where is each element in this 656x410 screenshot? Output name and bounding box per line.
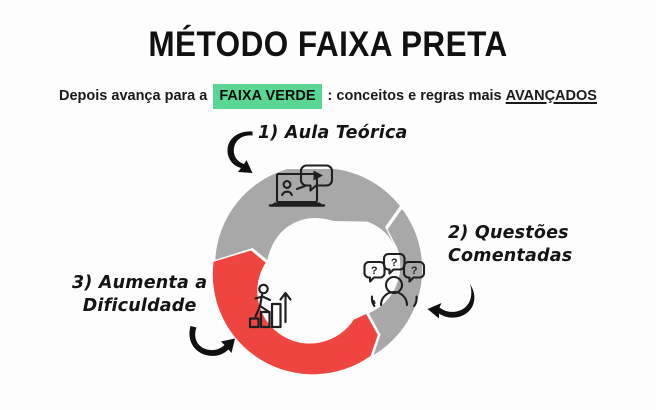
step-2-label-line2: Comentadas <box>448 246 573 266</box>
step-1-label: 1) Aula Teórica <box>258 122 408 145</box>
step-3-label-line2: Dificuldade <box>82 296 197 316</box>
donut-segment-aula-teorica[interactable] <box>215 168 400 260</box>
donut-segment-aumenta-dificuldade[interactable] <box>212 250 378 375</box>
arrow-to-step-1-icon <box>227 131 253 173</box>
svg-text:?: ? <box>411 265 418 277</box>
step-2-label-line1: 2) Questões <box>448 223 569 243</box>
person-climbing-bars-icon <box>248 283 292 329</box>
subtitle-highlight-faixa-verde: FAIXA VERDE <box>213 84 322 109</box>
step-3-label-line1: 3) Aumenta a <box>72 273 208 293</box>
arrow-to-step-2-icon <box>427 284 475 319</box>
arrow-to-step-3-icon <box>189 326 235 356</box>
donut-segment-questoes-comentadas[interactable] <box>369 209 423 355</box>
page-title: MÉTODO FAIXA PRETA <box>148 25 508 64</box>
svg-text:?: ? <box>391 257 398 269</box>
subtitle: Depois avança para a FAIXA VERDE : conce… <box>0 84 656 109</box>
step-3-label: 3) Aumenta a Dificuldade <box>72 272 207 318</box>
svg-text:?: ? <box>371 265 378 277</box>
step-2-label: 2) Questões Comentadas <box>448 222 572 268</box>
subtitle-text-before: Depois avança para a <box>59 88 208 104</box>
step-1-label-text: 1) Aula Teórica <box>258 123 408 143</box>
donut-center-hole <box>268 218 362 312</box>
donut-chart <box>212 168 423 375</box>
subtitle-emphasis-avancados: AVANÇADOS <box>505 88 597 104</box>
subtitle-text-middle: : conceitos e regras mais <box>327 88 502 104</box>
laptop-video-lesson-icon <box>268 164 334 207</box>
people-question-marks-icon: ? ? ? <box>363 252 426 308</box>
